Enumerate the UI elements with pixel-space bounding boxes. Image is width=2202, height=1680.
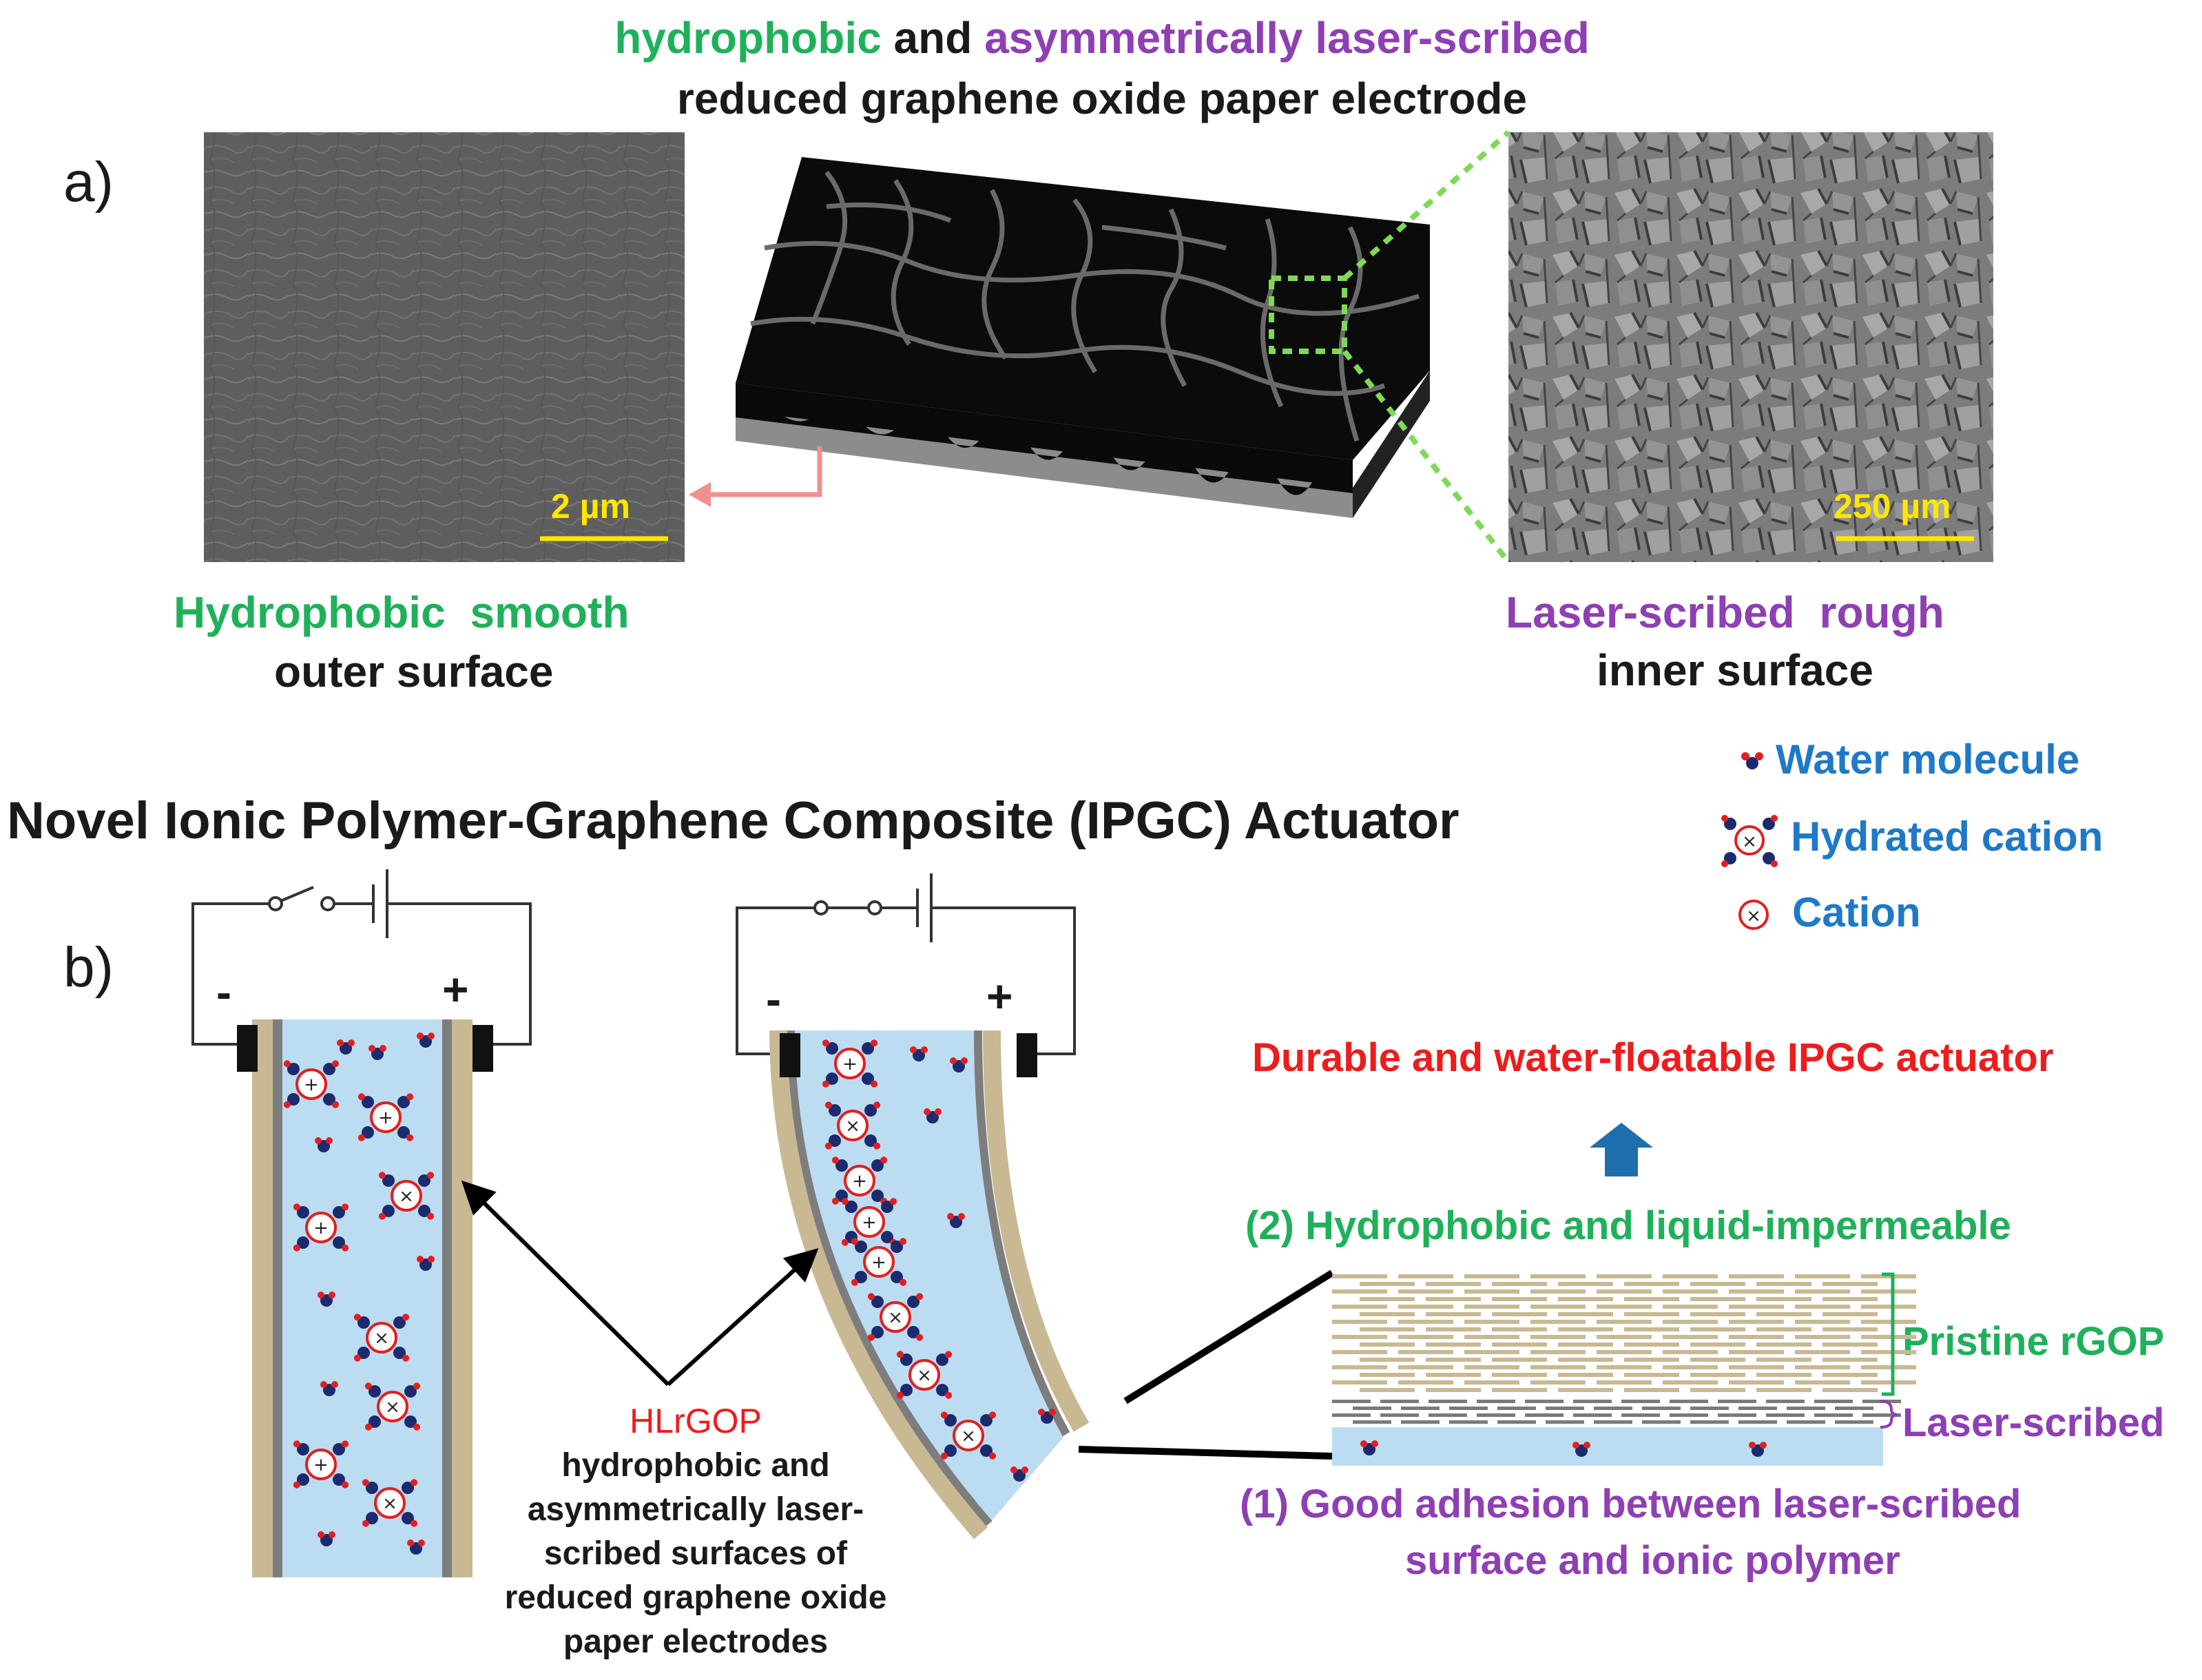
svg-text:×: × [845,1116,860,1137]
hlrgop-arrow-right [666,1247,819,1387]
svg-text:+: + [862,1212,877,1233]
right-caption-line-2: inner surface [1597,645,1873,695]
durable-text: Durable and water-floatable IPGC actuato… [1252,1035,2054,1080]
panel-b-title: Novel Ionic Polymer-Graphene Composite (… [7,791,1460,850]
minus-sign-left: - [216,966,231,1017]
title-and: and [893,13,973,63]
svg-text:+: + [842,1054,858,1075]
bottom-surface-arrow [697,446,822,497]
hlrgop-desc-1: hydrophobic and [561,1447,830,1484]
svg-text:×: × [917,1365,932,1386]
svg-text:×: × [961,1426,976,1446]
cation-icon: × [1738,900,1769,930]
circuit-left [191,869,532,1046]
left-caption-line-2: outer surface [274,647,554,696]
panel-a-title-line-2: reduced graphene oxide paper electrode [676,74,1528,123]
legend-water-label: Water molecule [1776,736,2080,782]
panel-a-label: a) [63,151,114,214]
property-2-text: (2) Hydrophobic and liquid-impermeable [1245,1203,2011,1248]
zoom-line-top [1342,130,1510,280]
ions-right: + × + + + × × × [822,1039,1056,1482]
left-caption-line-1: Hydrophobic smooth [174,587,630,638]
legend-hydrated-label: Hydrated cation [1791,813,2104,860]
straight-actuator [237,1019,493,1577]
property-1-line-2: surface and ionic polymer [1405,1538,1900,1583]
svg-text:×: × [382,1493,397,1514]
right-caption-line-1: Laser-scribed rough [1506,587,1944,638]
laser-scribed-label: Laser-scribed [1902,1400,2165,1445]
hlrgop-desc-3: scribed surfaces of [543,1535,848,1572]
sem-smooth-image [204,132,685,562]
svg-text:×: × [888,1307,903,1328]
svg-text:+: + [871,1252,886,1273]
svg-text:×: × [399,1186,414,1207]
hlrgop-desc-4: reduced graphene oxide [504,1579,887,1616]
inset-polymer-layer [1332,1427,1883,1466]
scale-label-right: 250 µm [1834,487,1951,526]
property-1-line-1: (1) Good adhesion between laser-scribed [1240,1482,2022,1526]
svg-text:×: × [374,1328,389,1349]
laser-bracket [1880,1400,1899,1429]
water-molecule-icon [1741,752,1763,769]
pristine-label: Pristine rGOP [1902,1319,2165,1364]
left-caption-smooth: smooth [470,588,630,637]
right-caption-rough: rough [1819,588,1944,637]
title-hydrophobic: hydrophobic [614,13,882,63]
svg-text:×: × [385,1397,400,1418]
plus-sign-left: + [442,964,469,1015]
electrode-slab-3d [736,157,1430,518]
svg-text:+: + [378,1108,393,1128]
bent-actuator [769,1030,1090,1539]
up-arrow-icon [1590,1123,1653,1176]
title-asymmetric: asymmetrically laser-scribed [984,13,1590,63]
svg-text:+: + [852,1171,867,1192]
scale-label-left: 2 µm [551,487,630,526]
left-caption-hydrophobic: Hydrophobic [174,588,446,637]
hlrgop-arrow-left [461,1180,670,1387]
svg-text:×: × [1742,831,1757,852]
ions-left: + + × + × × + × [283,1033,435,1555]
zoom-line-bottom [1342,349,1511,564]
right-caption-laser-scribed: Laser-scribed [1506,588,1795,637]
svg-text:×: × [1746,906,1761,926]
legend-cation-label: Cation [1792,889,1921,935]
sem-rough-image [1508,132,1993,562]
inset-line-bottom [1078,1446,1333,1460]
layered-inset [1332,1274,1916,1424]
inset-line-top [1123,1269,1334,1404]
panel-a-title-line-1: hydrophobic and asymmetrically laser-scr… [399,12,1805,63]
hlrgop-label: HLrGOP [630,1402,762,1440]
plus-sign-right: + [986,971,1013,1022]
hlrgop-desc-2: asymmetrically laser- [527,1491,864,1528]
svg-text:+: + [304,1075,319,1095]
inset-water [1360,1440,1767,1457]
bottom-surface-arrowhead [689,482,711,507]
circuit-right [736,873,1076,1055]
svg-text:+: + [313,1455,329,1475]
hydrated-cation-icon: × [1721,815,1778,867]
svg-text:+: + [313,1218,329,1238]
hlrgop-desc-5: paper electrodes [563,1624,829,1660]
minus-sign-right: - [766,973,781,1024]
panel-b-label: b) [63,936,114,999]
pristine-bracket [1882,1272,1895,1396]
